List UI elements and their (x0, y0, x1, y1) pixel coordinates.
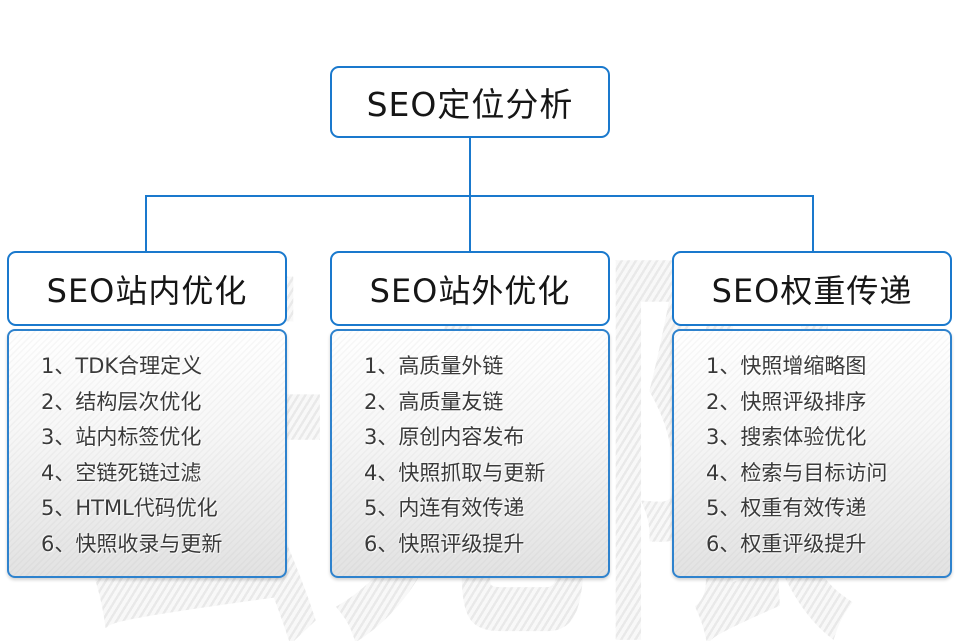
branch-node-onsite: SEO站内优化 (7, 251, 287, 326)
branch-node-weight: SEO权重传递 (672, 251, 952, 326)
list-item: 1、TDK合理定义 (41, 354, 203, 378)
list-item: 3、原创内容发布 (364, 425, 525, 450)
list-panel-onsite: 1、TDK合理定义 2、结构层次优化 3、站内标签优化 4、空链死链过滤 5、H… (7, 329, 287, 578)
list-item: 6、权重评级提升 (706, 531, 867, 556)
list-item: 6、快照评级提升 (364, 531, 525, 556)
branch-node-offsite: SEO站外优化 (330, 251, 610, 326)
list-item: 2、结构层次优化 (41, 389, 202, 414)
list-item: 5、权重有效传递 (706, 496, 867, 521)
connector-drop-left (145, 195, 147, 253)
root-node: SEO定位分析 (330, 66, 610, 138)
list-panel-weight: 1、快照增缩略图 2、快照评级排序 3、搜索体验优化 4、检索与目标访问 5、权… (672, 329, 952, 578)
list-item: 4、快照抓取与更新 (364, 460, 546, 485)
root-node-title: SEO定位分析 (366, 85, 574, 124)
list-item: 6、快照收录与更新 (41, 531, 223, 556)
list-panel-offsite: 1、高质量外链 2、高质量友链 3、原创内容发布 4、快照抓取与更新 5、内连有… (330, 329, 610, 578)
list-item: 2、高质量友链 (364, 389, 504, 414)
list-item: 1、高质量外链 (364, 354, 504, 378)
branch-node-offsite-title: SEO站外优化 (369, 271, 571, 310)
connector-drop-mid (469, 195, 471, 253)
list-item: 1、快照增缩略图 (706, 354, 867, 378)
list-item: 4、空链死链过滤 (41, 460, 202, 485)
connector-horizontal (145, 195, 814, 197)
branch-node-onsite-title: SEO站内优化 (46, 271, 248, 310)
list-item: 2、快照评级排序 (706, 389, 867, 414)
list-item: 5、HTML代码优化 (41, 496, 218, 521)
list-item: 3、搜索体验优化 (706, 425, 867, 450)
connector-drop-right (812, 195, 814, 253)
list-item: 4、检索与目标访问 (706, 460, 888, 485)
branch-node-weight-title: SEO权重传递 (711, 271, 913, 310)
list-item: 3、站内标签优化 (41, 425, 202, 450)
connector-root-drop (469, 137, 471, 197)
list-item: 5、内连有效传递 (364, 496, 525, 521)
